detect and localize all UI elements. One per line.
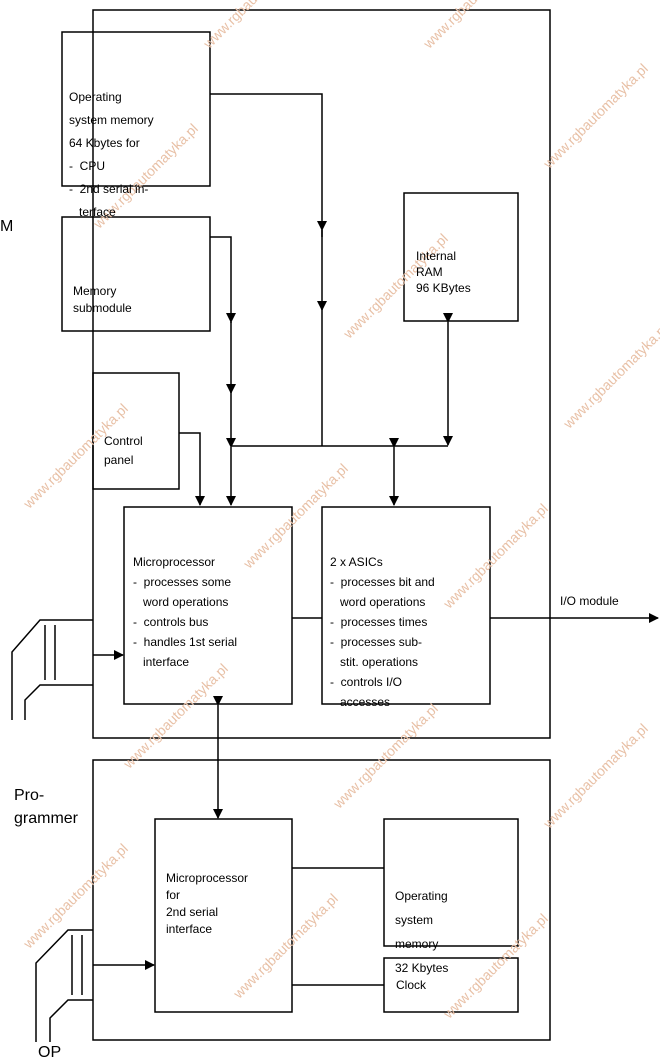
submodule-link (210, 236, 232, 323)
os-memory-link (210, 93, 323, 237)
os-memory-box (61, 31, 211, 187)
os-memory-2-box (383, 818, 519, 947)
edge-letter: M (0, 218, 14, 235)
asics-box (321, 506, 491, 705)
asics-text: 2 x ASICs- processes bit and word operat… (330, 555, 435, 709)
mp2-box (154, 818, 293, 1013)
op-connector-icon (35, 929, 93, 1042)
microprocessor-text: Microprocessor- processes some word oper… (133, 555, 238, 669)
internal-ram-box (403, 192, 519, 322)
control-panel-box (92, 372, 180, 490)
programmer-label: Pro-grammer (14, 787, 79, 827)
microprocessor-box (123, 506, 293, 705)
control-panel-arrow (179, 432, 205, 506)
programmer-connector-icon (11, 619, 93, 720)
clock-text: Clock (396, 978, 427, 992)
io-module-label: I/O module (560, 594, 619, 608)
op-label: OP (38, 1044, 62, 1061)
memory-submodule-box (61, 216, 211, 332)
interface-module-frame (92, 759, 551, 1041)
